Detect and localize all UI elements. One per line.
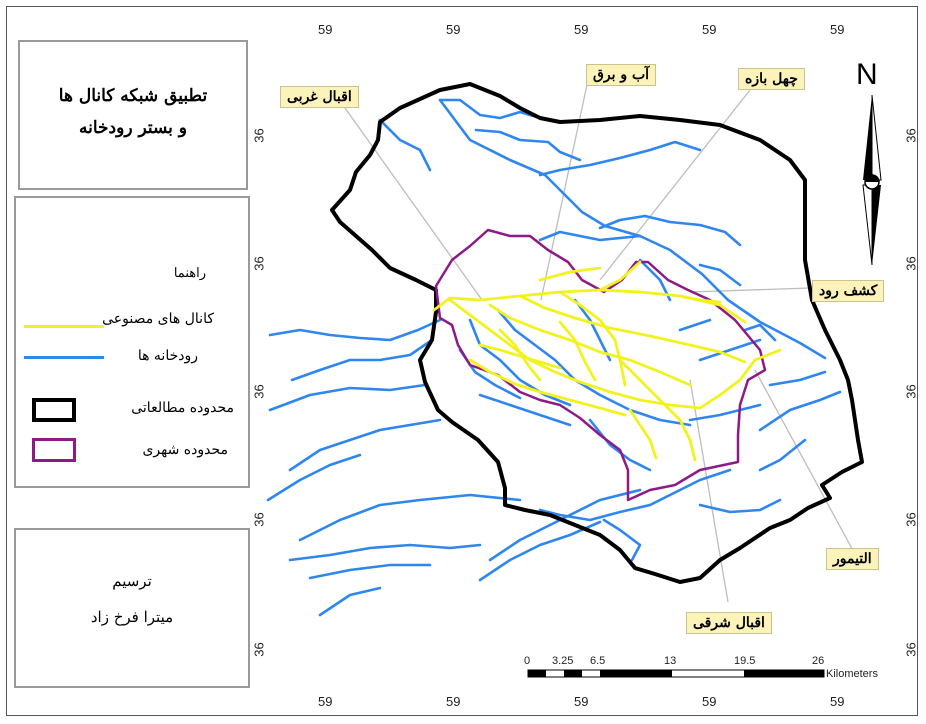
scale-tick-3-25: 3.25 <box>552 655 574 667</box>
coord-top-5: 59 <box>830 22 845 37</box>
map-title-line2: و بستر رودخانه <box>79 118 187 138</box>
river <box>298 493 522 542</box>
coord-top-4: 59 <box>702 22 717 37</box>
river <box>438 98 542 120</box>
canal <box>618 358 697 462</box>
canal <box>698 348 782 410</box>
legend-box: راهنما کانال های مصنوعی رودخانه ها محدود… <box>14 196 250 488</box>
river <box>538 230 642 242</box>
river <box>538 140 702 177</box>
river <box>573 298 612 362</box>
river <box>268 318 442 342</box>
coord-bottom-2: 59 <box>446 694 461 709</box>
river <box>698 263 742 287</box>
river <box>308 563 432 580</box>
river <box>288 418 442 472</box>
north-label: N <box>856 58 878 91</box>
canal <box>558 320 597 382</box>
river <box>743 323 777 342</box>
coord-bottom-5: 59 <box>830 694 845 709</box>
canal <box>598 260 642 292</box>
legend-label-study-area: محدوده مطالعاتی <box>131 400 234 416</box>
coord-bottom-4: 59 <box>702 694 717 709</box>
credit-author: میترا فرخ زاد <box>90 608 174 626</box>
legend-label-rivers: رودخانه ها <box>137 348 198 364</box>
river <box>758 438 807 472</box>
river <box>678 318 712 332</box>
river <box>288 543 482 562</box>
credit-heading: ترسیم <box>112 572 152 590</box>
river <box>290 338 434 382</box>
coord-bottom-3: 59 <box>574 694 589 709</box>
river <box>268 383 427 412</box>
north-arrow-icon <box>862 94 882 266</box>
coord-bottom-1: 59 <box>318 694 333 709</box>
river <box>478 520 602 582</box>
callout-kashaf-rud: کشف رود <box>812 280 885 302</box>
scale-tick-6-5: 6.5 <box>590 655 606 667</box>
river <box>318 586 382 617</box>
legend-swatch-urban-area <box>32 438 76 462</box>
river <box>478 393 572 427</box>
river <box>698 498 782 514</box>
title-box: تطبیق شبکه کانال ها و بستر رودخانه <box>18 40 248 190</box>
river <box>438 98 827 360</box>
callout-leader-lines <box>344 79 857 603</box>
scale-tick-26: 26 <box>812 655 825 667</box>
legend-swatch-study-area <box>32 398 76 422</box>
canal <box>448 298 702 410</box>
credit-box: ترسیم میترا فرخ زاد <box>14 528 250 688</box>
scale-tick-19-5: 19.5 <box>734 655 756 667</box>
canal <box>518 294 747 364</box>
legend-swatch-canals <box>24 325 104 328</box>
scale-tick-13: 13 <box>664 655 677 667</box>
callout-chehel-bazeh: چهل بازه <box>738 68 805 90</box>
coord-top-3: 59 <box>574 22 589 37</box>
callout-eqbal-sharqi: اقبال شرقی <box>686 612 772 634</box>
river <box>468 318 572 407</box>
canal <box>538 266 602 282</box>
river <box>758 390 842 432</box>
callout-eqbal-gharbi: اقبال غربی <box>280 86 359 108</box>
river <box>598 214 742 247</box>
urban-area-boundary <box>434 228 767 502</box>
map-frame <box>6 6 918 716</box>
callout-eltimour: التیمور <box>826 548 879 570</box>
map-title-line1: تطبیق شبکه کانال ها <box>58 86 208 106</box>
river <box>538 503 652 522</box>
river <box>688 403 762 422</box>
legend-label-canals: کانال های مصنوعی <box>102 311 214 327</box>
canal <box>678 294 722 304</box>
river <box>458 348 522 400</box>
legend-heading: راهنما <box>173 266 206 281</box>
canals-layer <box>432 260 782 462</box>
callout-ab-barq: آب و برق <box>586 64 657 86</box>
river <box>602 518 642 562</box>
legend-swatch-rivers <box>24 356 104 359</box>
river <box>698 338 762 362</box>
legend-label-urban-area: محدوده شهری <box>142 442 228 458</box>
canal <box>498 328 542 382</box>
river <box>768 370 827 387</box>
scale-unit: Kilometers <box>826 668 878 680</box>
coord-top-1: 59 <box>318 22 333 37</box>
canal <box>558 290 627 387</box>
river <box>648 468 732 507</box>
river <box>474 128 582 162</box>
scale-tick-0: 0 <box>524 655 531 667</box>
canal <box>478 343 562 370</box>
coord-top-2: 59 <box>446 22 461 37</box>
river <box>378 118 432 172</box>
canal <box>628 408 658 460</box>
canal <box>488 303 692 387</box>
scale-bar <box>527 669 825 678</box>
canal <box>468 358 627 417</box>
river <box>266 453 362 502</box>
study-area-boundary <box>330 82 864 584</box>
